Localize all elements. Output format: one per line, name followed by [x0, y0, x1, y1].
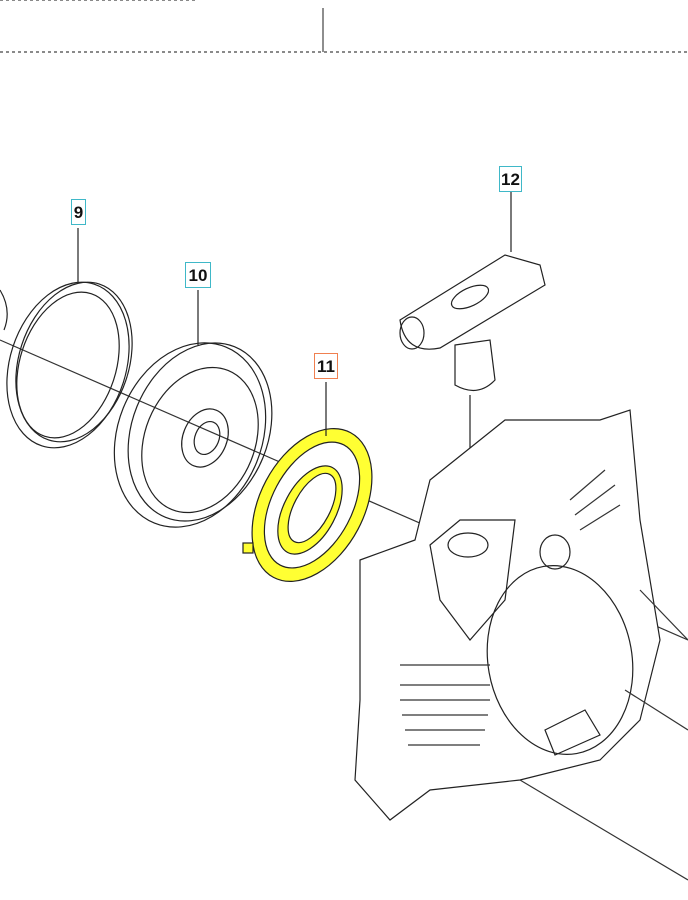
part-11-recoil-spring — [242, 382, 373, 583]
callout-10[interactable]: 10 — [185, 262, 211, 288]
frame-dashed-lines — [0, 0, 688, 53]
callout-11[interactable]: 11 — [314, 353, 338, 379]
callout-12[interactable]: 12 — [499, 166, 522, 192]
starter-housing — [354, 409, 661, 821]
part-9-ring — [6, 228, 133, 449]
part-12-starter-handle — [399, 192, 546, 530]
callout-9[interactable]: 9 — [71, 199, 86, 225]
part-10-pulley — [113, 290, 273, 528]
